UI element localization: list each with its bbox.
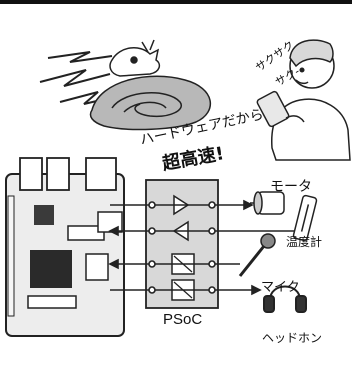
- chip-icon: [34, 205, 54, 225]
- thermometer-icon: [292, 194, 318, 242]
- processor-icon: [30, 250, 72, 288]
- speed-swirl-icon: [89, 75, 212, 131]
- motor-icon: [250, 191, 285, 215]
- top-border: [0, 0, 352, 4]
- headphones-icon: [263, 285, 307, 313]
- ethernet-port-icon: [85, 157, 117, 191]
- psoc-block: [145, 179, 219, 309]
- gpio-header: [7, 195, 15, 317]
- psoc-label: PSoC: [163, 311, 203, 328]
- hdmi-port-icon: [85, 253, 109, 281]
- boy-with-phone-icon: [256, 39, 351, 161]
- headphones-label: ヘッドホン: [262, 331, 323, 345]
- signal-lines: [108, 199, 296, 296]
- microphone-icon: [238, 233, 276, 277]
- usb-port-icon: [19, 157, 43, 191]
- usb-port-icon: [46, 157, 70, 191]
- thermometer-label: 温度計: [286, 235, 323, 249]
- running-creature-icon: [109, 39, 161, 77]
- motor-label: モータ: [270, 179, 312, 195]
- microphone-label: マイク: [261, 280, 300, 295]
- computer-board: [5, 157, 125, 337]
